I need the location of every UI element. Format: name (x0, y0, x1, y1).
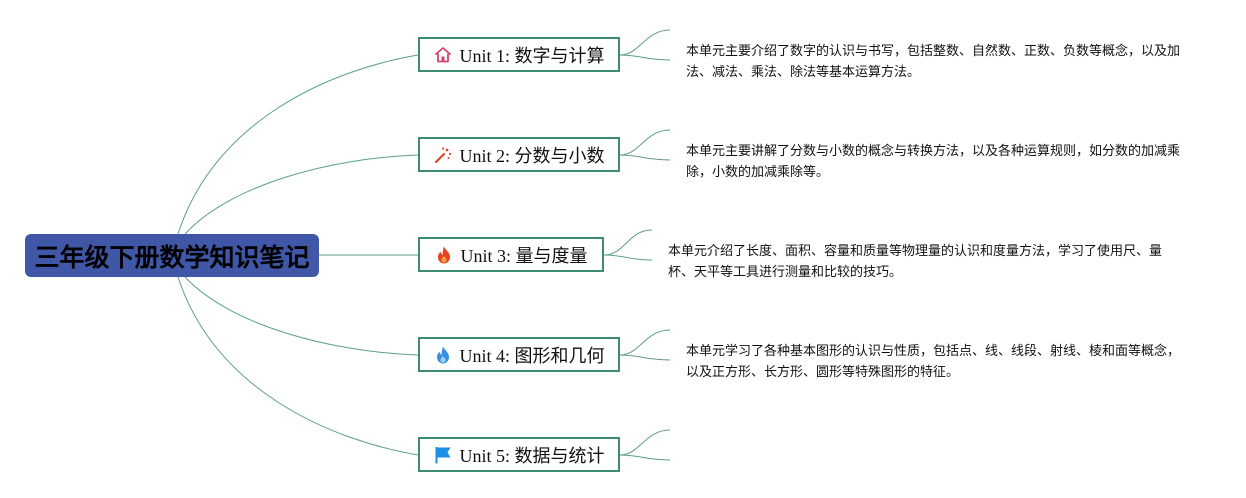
note-unit-1[interactable]: 本单元主要介绍了数字的认识与书写，包括整数、自然数、正数、负数等概念，以及加法、… (686, 44, 1181, 80)
topic-unit-1[interactable]: Unit 1: 数字与计算 (418, 37, 620, 72)
topic-unit-5-label: Unit 5: 数据与统计 (459, 445, 605, 466)
connector-unit-3-note-top (603, 229, 653, 256)
topic-unit-2[interactable]: Unit 2: 分数与小数 (418, 137, 620, 172)
connector-unit-1-note-bottom (619, 54, 671, 61)
house-icon (433, 45, 453, 65)
connector-unit-2-note-top (619, 129, 671, 156)
connector-root-unit-1 (177, 54, 419, 235)
flag-icon (433, 445, 453, 465)
topic-unit-1-label: Unit 1: 数字与计算 (459, 45, 605, 66)
note-unit-4[interactable]: 本单元学习了各种基本图形的认识与性质，包括点、线、线段、射线、棱和面等概念，以及… (686, 344, 1181, 380)
connector-unit-1-note-top (619, 29, 671, 56)
topic-unit-2-label: Unit 2: 分数与小数 (459, 145, 605, 166)
droplet-flame-icon (433, 345, 453, 365)
topic-unit-3-label: Unit 3: 量与度量 (460, 245, 588, 266)
connector-root-unit-2 (184, 154, 419, 235)
fire-icon (434, 245, 454, 265)
connector-unit-4-note-bottom (619, 354, 671, 361)
connector-unit-4-note-top (619, 329, 671, 356)
connector-root-unit-5 (177, 276, 419, 456)
topic-unit-4-label: Unit 4: 图形和几何 (459, 345, 605, 366)
magic-wand-icon (433, 145, 453, 165)
root-title: 三年级下册数学知识笔记 (34, 242, 310, 272)
note-unit-2[interactable]: 本单元主要讲解了分数与小数的概念与转换方法，以及各种运算规则，如分数的加减乘除，… (686, 144, 1181, 180)
topic-unit-3[interactable]: Unit 3: 量与度量 (418, 237, 604, 272)
topic-unit-5[interactable]: Unit 5: 数据与统计 (418, 437, 620, 472)
connector-root-unit-4 (184, 276, 419, 356)
note-unit-3[interactable]: 本单元介绍了长度、面积、容量和质量等物理量的认识和度量方法，学习了使用尺、量杯、… (668, 244, 1163, 280)
connector-unit-5-note-top (619, 429, 671, 456)
connector-unit-3-note-bottom (603, 254, 653, 261)
topic-unit-4[interactable]: Unit 4: 图形和几何 (418, 337, 620, 372)
connector-unit-2-note-bottom (619, 154, 671, 161)
root-topic[interactable]: 三年级下册数学知识笔记 (25, 234, 319, 277)
connector-unit-5-note-bottom (619, 454, 671, 461)
